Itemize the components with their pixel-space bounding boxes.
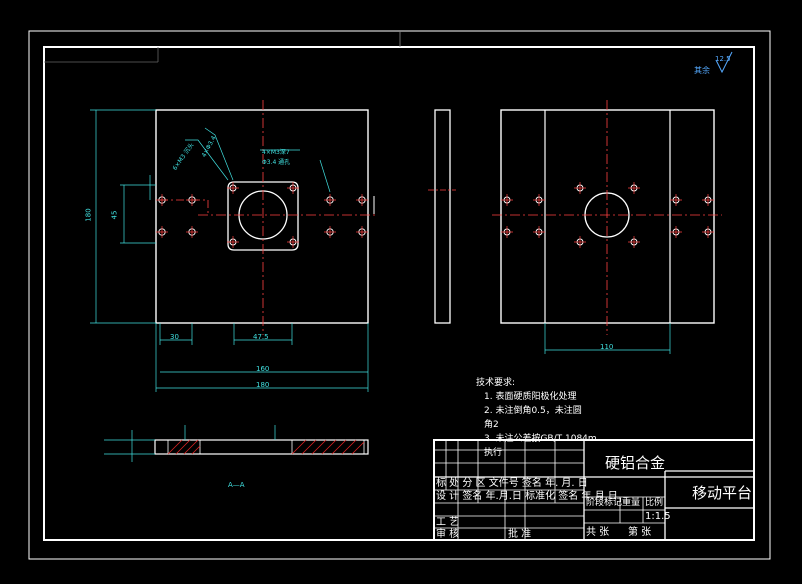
roughness-symbol xyxy=(715,51,733,74)
section-dimensions xyxy=(104,425,276,462)
hole-center-marks xyxy=(156,182,368,248)
right-hole-marks xyxy=(501,182,714,248)
side-view-outline xyxy=(434,109,451,324)
tech-item: 2. 未注倒角0.5，未注圆 xyxy=(484,406,582,416)
part-name: 移动平台 xyxy=(692,484,753,502)
revision-row: 标 处 分 区 文件号 签名 年. 月. 日 xyxy=(436,478,588,489)
inner-drawing-frame xyxy=(43,46,755,541)
stage-mark-label: 阶段标记 xyxy=(586,498,623,508)
section-label: A—A xyxy=(228,481,245,489)
dim-left-height: 180 xyxy=(84,208,93,222)
tech-item: 执行 xyxy=(484,448,503,458)
title-block-grid xyxy=(433,439,755,541)
roughness-note: 其余 xyxy=(694,66,710,75)
center-boss xyxy=(227,181,299,251)
total-sheets: 共 张 xyxy=(586,527,610,538)
front-view xyxy=(90,100,378,392)
hole-callout-4: Φ3.4 通孔 xyxy=(262,159,291,166)
section-view xyxy=(104,425,369,462)
tech-item: 1. 表面硬质阳极化处理 xyxy=(484,392,577,402)
tech-heading: 技术要求: xyxy=(476,378,516,388)
dim-bottom-total2: 180 xyxy=(256,381,270,389)
scale-label: 比例 xyxy=(645,498,664,508)
approve-label: 批 准 xyxy=(508,529,532,540)
review-label: 审 核 xyxy=(436,529,460,540)
section-outline xyxy=(154,439,369,455)
process-label: 工 艺 xyxy=(436,517,460,528)
designer-row: 设 计 签名 年.月.日 标准化 签名 年.月.日 xyxy=(436,491,618,502)
sheet-number: 第 张 xyxy=(628,527,652,538)
tech-item: 角2 xyxy=(484,420,499,430)
tech-requirements: 技术要求: 1. 表面硬质阳极化处理 2. 未注倒角0.5，未注圆 角2 3. … xyxy=(476,376,597,460)
dim-bottom-total1: 160 xyxy=(256,365,270,373)
dimension-lines-front xyxy=(90,109,369,392)
dim-bottom-inner1: 30 xyxy=(170,333,179,341)
front-view-outline xyxy=(155,109,369,324)
dim-left-small: 45 xyxy=(110,210,119,220)
dim-right-width: 110 xyxy=(600,343,614,351)
section-hatch-left xyxy=(167,439,201,455)
hole-callout-3: 4×M3深7 xyxy=(262,149,290,156)
dim-bottom-inner2: 47.5 xyxy=(253,333,269,341)
outer-sheet-border xyxy=(28,30,771,560)
side-view xyxy=(428,109,456,324)
section-path xyxy=(160,199,209,215)
material-label: 硬铝合金 xyxy=(605,454,666,472)
tech-item: 3. 未注公差按GB/T 1084m xyxy=(484,434,597,444)
right-dimension xyxy=(544,323,671,354)
section-hatching xyxy=(167,439,365,455)
scale-value: 1:1.5 xyxy=(645,511,671,522)
right-view-outline xyxy=(500,109,715,324)
roughness-value: 12.5 xyxy=(715,55,731,63)
section-hatch-right xyxy=(291,439,365,455)
weight-label: 重量 xyxy=(622,498,641,508)
right-view xyxy=(492,100,722,354)
